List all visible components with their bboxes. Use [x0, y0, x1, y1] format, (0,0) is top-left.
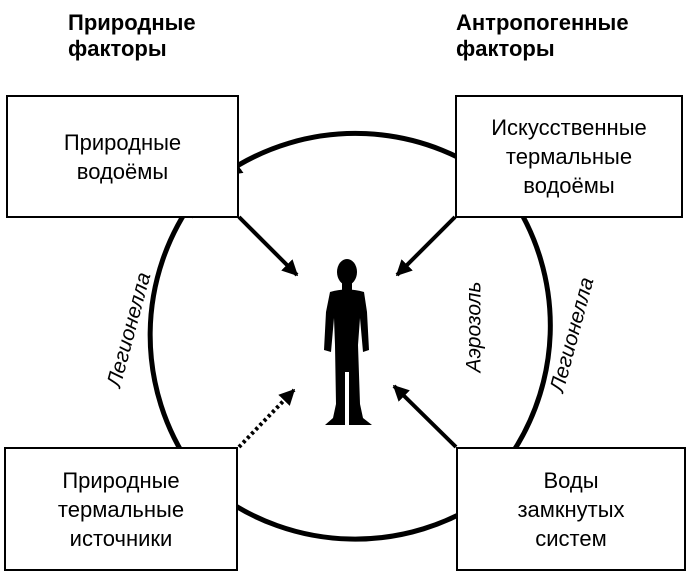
natural-factors-heading: Природные факторы [68, 10, 196, 62]
natural-factors-heading-line-2: факторы [68, 36, 167, 61]
arrow-natural-waters-to-person [237, 215, 299, 277]
arc-right-arrow [498, 193, 553, 472]
anthropogenic-factors-heading: Антропогенные факторы [456, 10, 629, 62]
aerosol-label: Аэрозоль [463, 281, 486, 374]
artificial-thermal-waters-line-1: Искусственные [491, 115, 647, 140]
arc-bottom-arrow [213, 490, 489, 542]
human-silhouette-icon [324, 259, 372, 425]
natural-factors-heading-line-1: Природные [68, 10, 196, 35]
legionella-left-label: Легионелла [102, 270, 155, 392]
closed-systems-waters-box: Воды замкнутых систем [456, 447, 686, 571]
anthropogenic-factors-heading-line-2: факторы [456, 36, 555, 61]
closed-systems-waters-line-2: замкнутых [517, 496, 625, 522]
arc-left-arrow [147, 196, 198, 470]
closed-systems-waters-line-1: Воды [543, 467, 599, 493]
natural-thermal-springs-line-3: источники [69, 525, 173, 551]
dotted-arrow-springs-to-person [237, 388, 296, 449]
natural-waters-line-2: водоёмы [76, 158, 169, 184]
arrow-artificial-waters-to-person [395, 215, 457, 277]
natural-thermal-springs-line-2: термальные [57, 496, 185, 522]
natural-waters-box: Природные водоёмы [6, 95, 239, 218]
natural-waters-line-1: Природные [63, 129, 182, 155]
artificial-thermal-waters-line-3: водоёмы [523, 173, 615, 198]
natural-thermal-springs-line-1: Природные [62, 467, 180, 493]
artificial-thermal-waters-line-2: термальные [505, 144, 633, 169]
artificial-thermal-waters-box: Искусственные термальные водоёмы [455, 95, 683, 218]
legionella-right-label: Легионелла [545, 275, 598, 397]
arrow-closed-systems-to-person [392, 384, 458, 449]
anthropogenic-factors-heading-line-1: Антропогенные [456, 10, 629, 35]
natural-thermal-springs-box: Природные термальные источники [4, 447, 238, 571]
closed-systems-waters-line-3: систем [535, 525, 607, 551]
